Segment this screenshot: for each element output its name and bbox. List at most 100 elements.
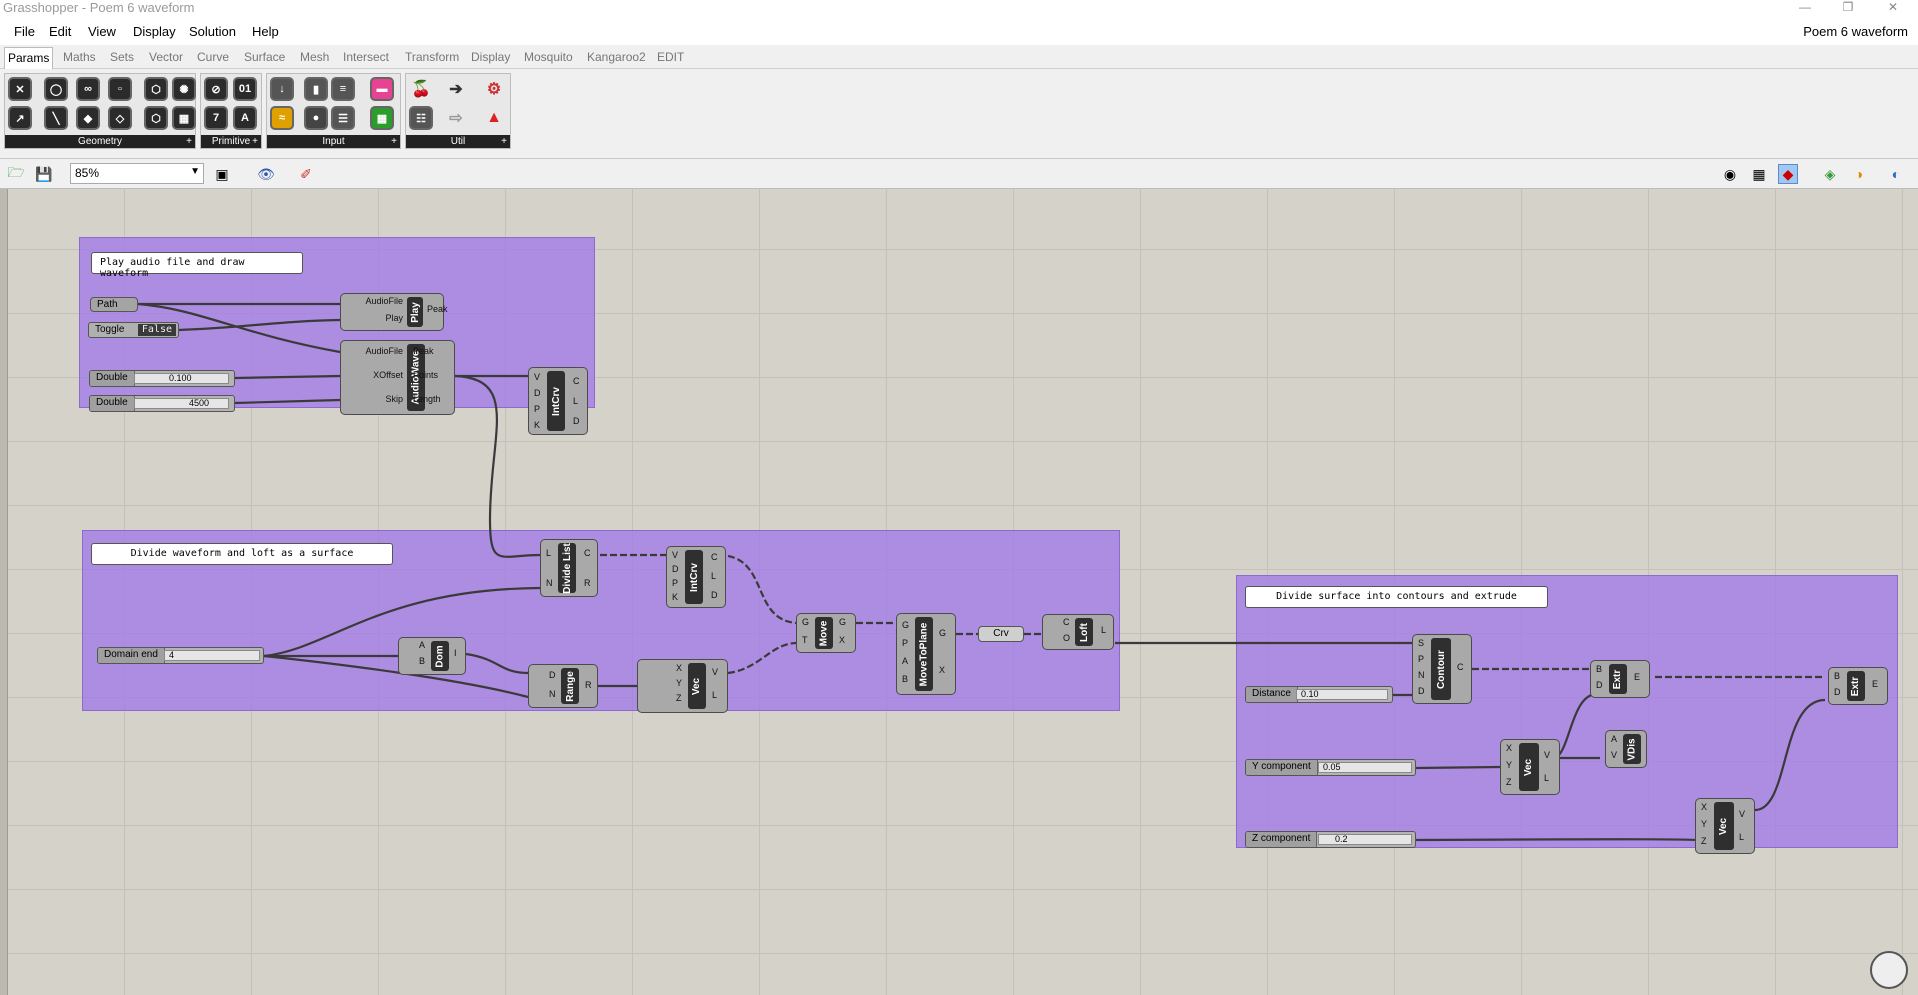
arrow-outline-icon[interactable]: ⇨ xyxy=(444,106,468,130)
restore-icon[interactable]: ❐ xyxy=(1842,0,1854,14)
output-pin[interactable]: G xyxy=(939,628,947,638)
input-pin[interactable]: O xyxy=(1063,633,1071,643)
tab-curve[interactable]: Curve xyxy=(197,50,230,64)
output-pin[interactable]: L xyxy=(1739,832,1745,842)
output-pin[interactable]: C xyxy=(1457,662,1464,672)
output-pin[interactable]: L xyxy=(712,690,718,700)
wireframe-preview-icon[interactable]: ▦ xyxy=(1752,165,1766,182)
number-param-icon[interactable]: ⊘ xyxy=(204,77,228,101)
interpolate-curve-component[interactable]: V D P K IntCrv C L D xyxy=(666,546,726,608)
interpolate-curve-component[interactable]: V D P K IntCrv C L D xyxy=(528,367,588,435)
slider-icon[interactable]: ≡ xyxy=(331,77,355,101)
point-param-icon[interactable]: ✕ xyxy=(8,77,32,101)
zoom-extents-icon[interactable]: ▣ xyxy=(215,165,229,182)
input-pin[interactable]: V xyxy=(534,372,541,382)
input-pin[interactable]: Y xyxy=(676,678,683,688)
output-pin[interactable]: D xyxy=(573,416,580,426)
input-pin[interactable]: B xyxy=(1596,664,1603,674)
zoom-dropdown[interactable]: 85%▼ xyxy=(70,163,204,184)
menu-display[interactable]: Display xyxy=(133,24,176,39)
plane-param-icon[interactable]: ◆ xyxy=(76,106,100,130)
input-pin[interactable]: A xyxy=(419,640,426,650)
sketch-icon[interactable]: ✐ xyxy=(300,165,312,182)
boolean-param-icon[interactable]: 01 xyxy=(233,77,257,101)
input-pin[interactable]: X xyxy=(676,663,683,673)
toggle-icon[interactable]: ▮ xyxy=(304,77,328,101)
slider-track[interactable]: 4 xyxy=(164,650,260,661)
eye-icon[interactable]: 👁 xyxy=(257,165,275,182)
audiowave-component[interactable]: AudioFile XOffset Skip AudioWave Peak Po… xyxy=(340,340,455,415)
button-icon[interactable]: ● xyxy=(304,106,328,130)
range-component[interactable]: D N Range R xyxy=(528,664,598,708)
input-pin[interactable]: D xyxy=(1834,687,1841,697)
menu-help[interactable]: Help xyxy=(252,24,279,39)
geometry-param-icon[interactable]: ⬡ xyxy=(144,106,168,130)
input-pin[interactable]: X xyxy=(1506,743,1513,753)
input-pin[interactable]: V xyxy=(1611,750,1618,760)
preview-off-icon[interactable]: ◉ xyxy=(1723,165,1737,182)
number-slider[interactable]: Double 0.100 xyxy=(89,370,235,387)
input-pin[interactable]: AudioFile xyxy=(365,346,403,356)
input-pin[interactable]: D xyxy=(1418,686,1425,696)
navigation-compass-icon[interactable] xyxy=(1870,951,1908,989)
input-pin[interactable]: X xyxy=(1701,802,1708,812)
number-slider[interactable]: Domain end 4 xyxy=(97,647,264,664)
output-pin[interactable]: E xyxy=(1872,679,1879,689)
flask-icon[interactable]: ▲ xyxy=(482,106,506,130)
contour-component[interactable]: S P N D Contour C xyxy=(1412,634,1472,704)
shaded-preview-icon[interactable]: ◆ xyxy=(1778,164,1798,184)
input-pin[interactable]: AudioFile xyxy=(365,296,403,306)
expand-icon[interactable]: + xyxy=(252,136,258,147)
input-pin[interactable]: B xyxy=(1834,671,1841,681)
input-pin[interactable]: Z xyxy=(1506,777,1512,787)
input-pin[interactable]: G xyxy=(902,620,910,630)
gradient-icon[interactable]: ▬ xyxy=(370,77,394,101)
slider-track[interactable]: 0.100 xyxy=(134,373,229,384)
open-file-icon[interactable]: 🗁 xyxy=(7,164,25,180)
input-pin[interactable]: G xyxy=(802,617,810,627)
circle-param-icon[interactable]: ◯ xyxy=(44,77,68,101)
output-pin[interactable]: L xyxy=(711,571,717,581)
output-pin[interactable]: Peak xyxy=(427,304,448,314)
output-pin[interactable]: L xyxy=(573,396,579,406)
menu-solution[interactable]: Solution xyxy=(189,24,236,39)
canvas[interactable]: Play audio file and draw waveform Path T… xyxy=(0,189,1918,995)
input-pin[interactable]: A xyxy=(902,656,909,666)
close-icon[interactable]: ✕ xyxy=(1887,0,1899,14)
output-pin[interactable]: E xyxy=(1634,672,1641,682)
vector-xyz-component[interactable]: X Y Z Vec V L xyxy=(1695,798,1755,854)
input-pin[interactable]: K xyxy=(534,420,541,430)
group-contours-extrude[interactable] xyxy=(1236,575,1898,848)
number-slider[interactable]: Y component 0.05 xyxy=(1245,759,1416,776)
save-file-icon[interactable]: 💾 xyxy=(35,165,53,182)
tab-display[interactable]: Display xyxy=(471,50,511,64)
number-slider[interactable]: Distance 0.10 xyxy=(1245,686,1393,703)
file-path-icon[interactable]: ↓ xyxy=(270,77,294,101)
output-pin[interactable]: R xyxy=(585,680,592,690)
path-param[interactable]: Path xyxy=(90,297,138,312)
text-param-icon[interactable]: A xyxy=(233,106,257,130)
input-pin[interactable]: N xyxy=(546,578,553,588)
output-pin[interactable]: X xyxy=(939,665,946,675)
input-pin[interactable]: Z xyxy=(1701,836,1707,846)
input-pin[interactable]: K xyxy=(672,592,679,602)
colour-swatch-icon[interactable]: ▦ xyxy=(370,106,394,130)
slider-track[interactable]: 0.05 xyxy=(1318,762,1412,773)
input-pin[interactable]: D xyxy=(1596,680,1603,690)
menu-file[interactable]: File xyxy=(14,24,35,39)
output-pin[interactable]: C xyxy=(584,548,591,558)
input-pin[interactable]: P xyxy=(1418,654,1425,664)
globe-icon[interactable]: ◐ xyxy=(1891,166,1901,182)
output-pin[interactable]: Length xyxy=(413,394,441,404)
minimize-icon[interactable]: — xyxy=(1799,0,1811,14)
expand-icon[interactable]: + xyxy=(501,136,507,147)
input-pin[interactable]: S xyxy=(1418,638,1425,648)
input-pin[interactable]: P xyxy=(902,638,909,648)
menu-edit[interactable]: Edit xyxy=(49,24,72,39)
output-pin[interactable]: Points xyxy=(413,370,439,380)
input-pin[interactable]: T xyxy=(802,635,808,645)
input-pin[interactable]: P xyxy=(534,404,541,414)
brep-param-icon[interactable]: ◇ xyxy=(108,106,132,130)
slider-track[interactable]: 0.2 xyxy=(1318,834,1412,845)
tab-intersect[interactable]: Intersect xyxy=(343,50,390,64)
